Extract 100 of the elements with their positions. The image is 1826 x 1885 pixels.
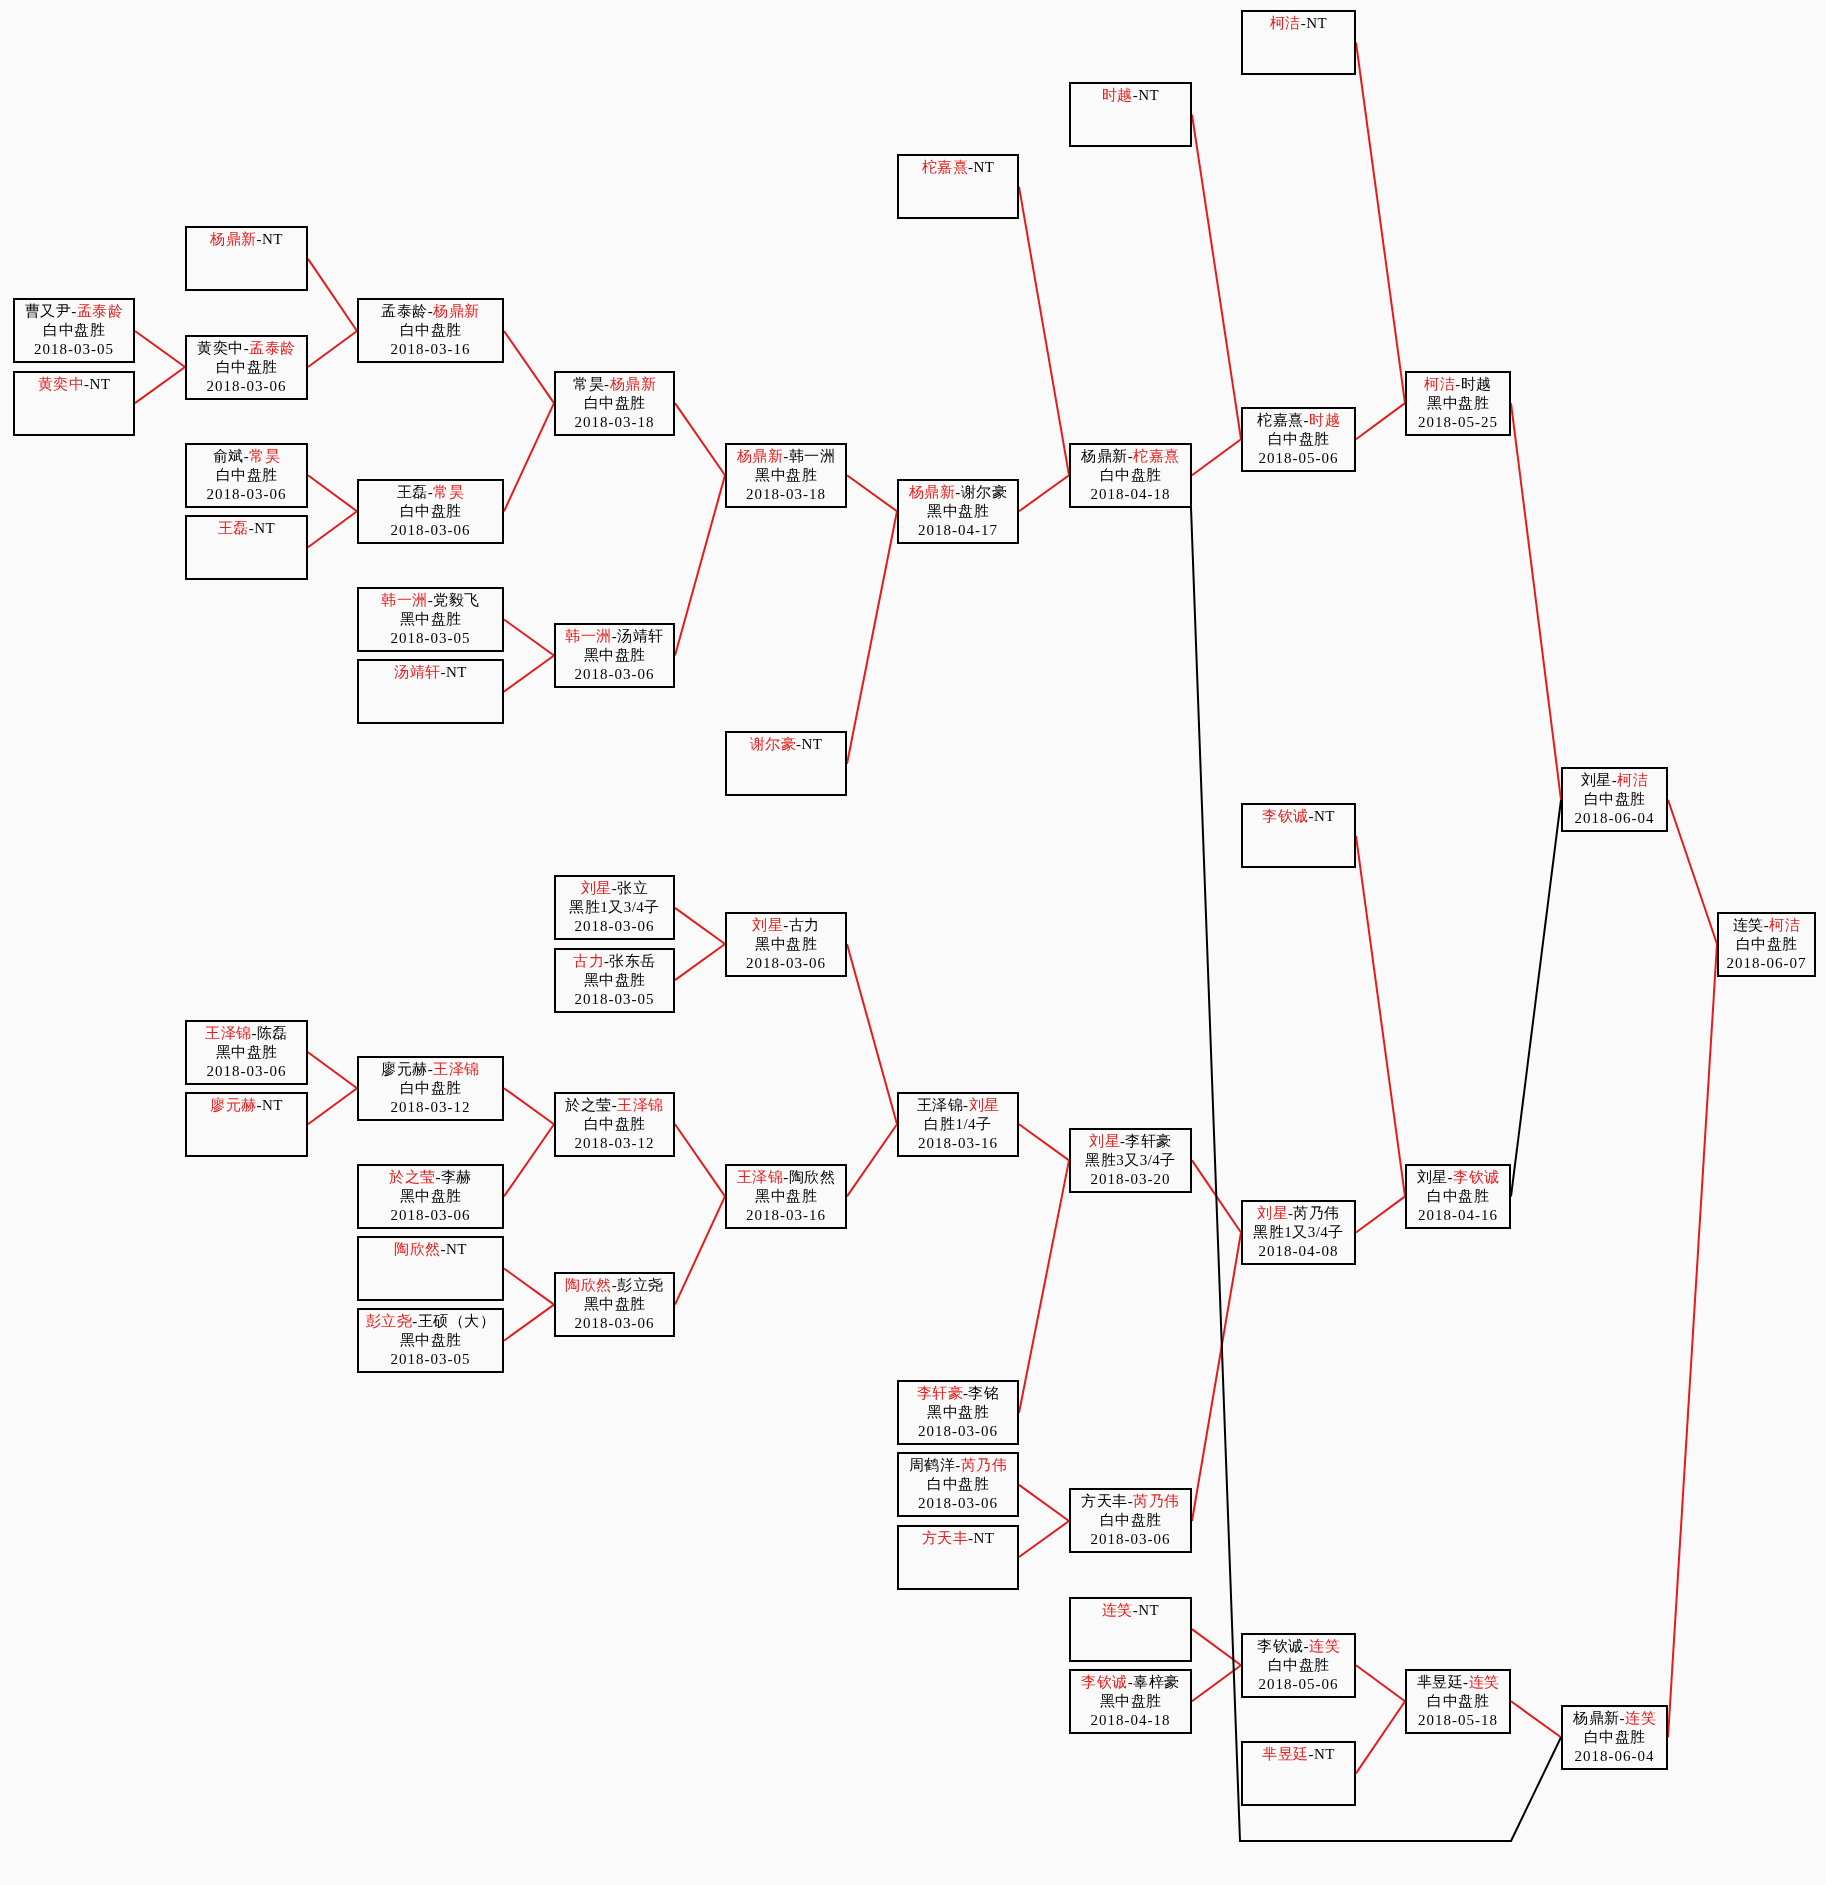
bracket-line <box>503 330 555 405</box>
match-players: 芈昱廷-连笑 <box>1416 1672 1500 1692</box>
bracket-line <box>307 510 358 549</box>
bracket-line <box>1355 402 1406 441</box>
match-players: 常昊-杨鼎新 <box>573 374 656 394</box>
match-box <box>1069 82 1192 148</box>
bracket-line <box>503 1267 555 1306</box>
match-box <box>1561 1704 1668 1770</box>
bracket-line <box>1190 506 1562 1842</box>
match-date: 2018-04-18 <box>1090 484 1171 504</box>
match-date: 2018-03-06 <box>206 376 287 396</box>
match-box <box>185 226 308 292</box>
match-box <box>1405 1668 1511 1734</box>
match-date: 2018-03-16 <box>390 340 471 360</box>
match-players: 李钦诚-辜梓豪 <box>1081 1672 1180 1692</box>
match-date: 2018-03-06 <box>574 917 655 937</box>
match-box <box>554 1272 675 1338</box>
match-box <box>357 659 504 725</box>
match-players: 於之莹-李赫 <box>389 1167 472 1187</box>
match-result: 白胜1/4子 <box>924 1114 992 1134</box>
match-result: 白中盘胜 <box>43 321 105 341</box>
match-players: 周鹤洋-芮乃伟 <box>908 1456 1008 1476</box>
match-box <box>1241 10 1356 75</box>
match-players: 韩一洲-党毅飞 <box>381 590 480 610</box>
bracket-line <box>307 1087 358 1126</box>
match-box <box>185 442 308 508</box>
match-box <box>897 1452 1019 1518</box>
bracket-line <box>1018 1123 1070 1162</box>
match-players: 连笑-柯洁 <box>1732 915 1801 935</box>
match-players: 李钦诚-连笑 <box>1257 1636 1340 1656</box>
match-result: 黑中盘胜 <box>583 1295 646 1315</box>
match-result: 黑胜1又3/4子 <box>1253 1222 1344 1242</box>
match-result: 黑胜3又3/4子 <box>1085 1150 1176 1170</box>
match-date: 2018-03-12 <box>574 1133 655 1153</box>
match-result: 黑中盘胜 <box>399 1331 462 1351</box>
match-players: 古力-张东岳 <box>573 951 656 971</box>
match-date: 2018-03-05 <box>574 989 655 1009</box>
match-box <box>357 1236 504 1302</box>
match-box <box>185 1091 308 1157</box>
match-date: 2018-03-06 <box>918 1422 998 1442</box>
match-date: 2018-04-18 <box>1090 1710 1171 1730</box>
match-date: 2018-03-06 <box>1090 1530 1171 1550</box>
match-players: 王泽锦-刘星 <box>916 1095 1000 1115</box>
bracket-line <box>1355 1664 1406 1703</box>
bracket-line <box>503 1087 555 1126</box>
match-date: 2018-04-08 <box>1258 1241 1339 1261</box>
match-result: 白中盘胜 <box>399 501 462 521</box>
bracket-line <box>1191 438 1242 477</box>
match-players: 李轩豪-李铭 <box>916 1384 1000 1404</box>
match-date: 2018-03-12 <box>390 1097 471 1117</box>
match-players: 廖元赫-王泽锦 <box>381 1059 480 1079</box>
match-players: 刘星-柯洁 <box>1580 771 1649 791</box>
match-box <box>897 1091 1019 1157</box>
match-players: 韩一洲-汤靖轩 <box>565 627 664 646</box>
match-date: 2018-03-06 <box>574 1314 655 1334</box>
match-players: 彭立尧-王硕（大） <box>365 1312 496 1332</box>
match-players: 刘星-古力 <box>752 915 820 935</box>
match-box <box>1241 1199 1356 1265</box>
match-players: 刘星-张立 <box>580 879 649 899</box>
match-date: 2018-03-06 <box>206 484 287 504</box>
match-box <box>13 370 135 436</box>
match-players: 刘星-芮乃伟 <box>1257 1203 1340 1223</box>
match-box <box>897 1380 1019 1446</box>
bracket-line <box>503 402 555 513</box>
match-box <box>357 1308 504 1374</box>
match-box <box>357 586 504 652</box>
bracket-line <box>1510 1700 1562 1739</box>
match-box <box>725 1163 847 1229</box>
match-box <box>357 1163 504 1229</box>
match-date: 2018-03-05 <box>34 340 114 360</box>
match-date: 2018-06-07 <box>1726 953 1807 973</box>
bracket-line <box>674 1195 726 1306</box>
match-players: 杨鼎新-谢尔豪 <box>908 482 1008 502</box>
match-result: 白中盘胜 <box>1583 790 1646 810</box>
bracket-line <box>846 474 898 513</box>
match-result: 白中盘胜 <box>1099 465 1162 485</box>
match-result: 黑中盘胜 <box>399 1186 462 1206</box>
match-box <box>1069 442 1192 508</box>
match-date: 2018-03-06 <box>206 1061 287 1081</box>
match-players: 黄奕中-NT <box>37 374 111 394</box>
match-result: 黑中盘胜 <box>755 465 817 485</box>
bracket-line <box>503 1123 555 1198</box>
bracket-line <box>1191 1159 1242 1234</box>
match-result: 黑中盘胜 <box>1099 1691 1162 1711</box>
match-box <box>725 731 847 797</box>
match-players: 方天丰-芮乃伟 <box>1081 1492 1180 1512</box>
bracket-line <box>503 618 555 657</box>
match-box <box>554 1091 675 1157</box>
match-result: 黑中盘胜 <box>1427 393 1489 413</box>
match-result: 白中盘胜 <box>583 1114 646 1134</box>
match-date: 2018-03-16 <box>918 1133 998 1153</box>
match-date: 2018-05-18 <box>1418 1710 1498 1730</box>
match-date: 2018-03-06 <box>574 665 655 684</box>
bracket-line <box>1355 1195 1406 1234</box>
match-box <box>1405 370 1511 436</box>
match-result: 白中盘胜 <box>399 321 462 341</box>
match-players: 王磊-常昊 <box>396 482 465 502</box>
match-result: 白中盘胜 <box>1267 1655 1330 1675</box>
match-players: 曹又尹-孟泰龄 <box>24 302 124 322</box>
match-box <box>1405 1163 1511 1229</box>
